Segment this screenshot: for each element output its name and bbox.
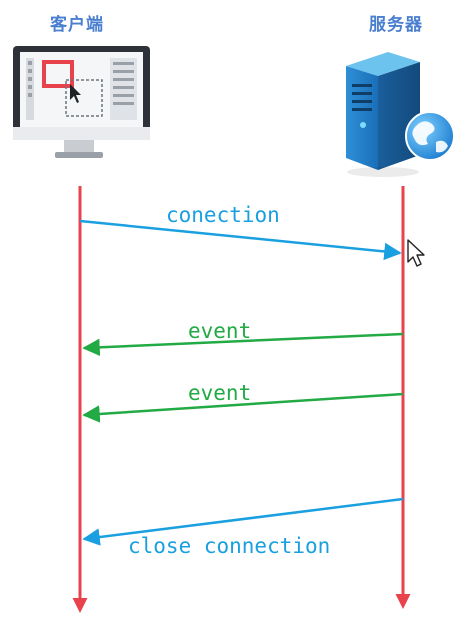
client-label: 客户端 bbox=[50, 15, 104, 35]
mouse-pointer-icon bbox=[407, 239, 425, 267]
message-label-event-1: event bbox=[188, 319, 251, 343]
message-arrow-connection bbox=[79, 219, 402, 261]
message-arrow-event-1 bbox=[82, 332, 404, 357]
server-globe-icon bbox=[346, 52, 455, 177]
message-label-connection: conection bbox=[166, 203, 280, 227]
message-arrow-close bbox=[82, 497, 404, 546]
message-arrow-event-2 bbox=[82, 392, 404, 423]
server-label: 服务器 bbox=[369, 15, 423, 35]
monitor-icon bbox=[13, 46, 150, 158]
message-label-event-2: event bbox=[188, 381, 251, 405]
message-label-close: close connection bbox=[128, 534, 330, 558]
